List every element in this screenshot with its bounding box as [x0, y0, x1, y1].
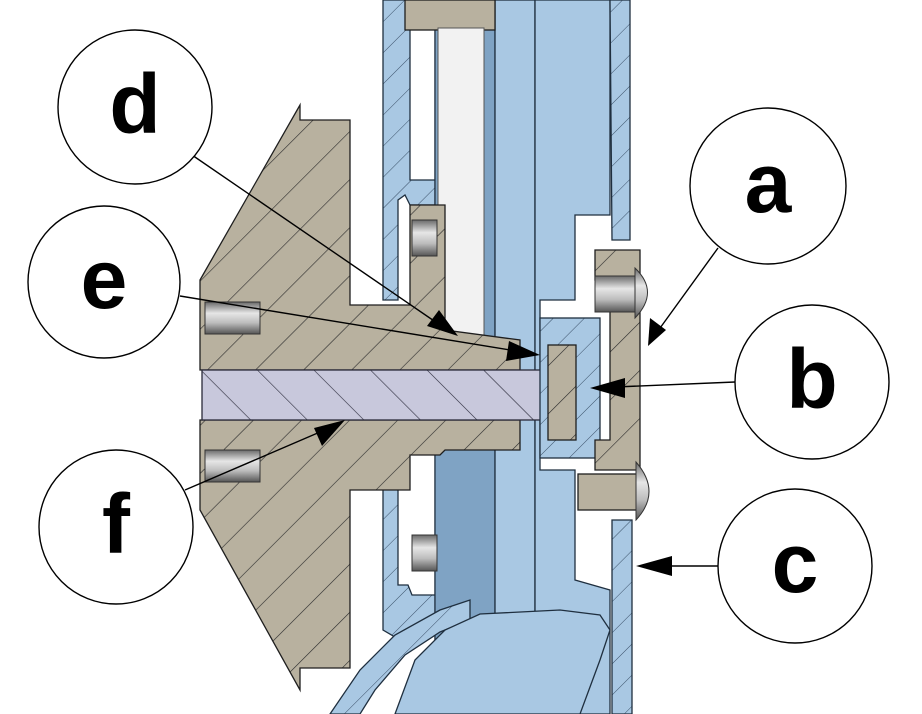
lower-screw	[577, 473, 639, 511]
arrowhead-icon	[636, 556, 672, 576]
callout-label-a: a	[745, 136, 793, 230]
callout-label-e: e	[81, 232, 128, 326]
callout-label-b: b	[786, 332, 837, 426]
callout-b: b	[590, 304, 890, 460]
screw-icon	[634, 266, 648, 320]
arrowhead-icon	[590, 378, 625, 398]
bolt-icon	[204, 301, 261, 335]
bolt-icon	[204, 449, 261, 483]
shaft	[201, 369, 588, 421]
top-block	[404, 0, 496, 31]
callout-f: f	[38, 420, 345, 605]
arrowhead-icon	[648, 318, 666, 346]
collar	[547, 344, 577, 441]
callout-label-f: f	[102, 477, 131, 571]
arrowhead-icon	[427, 310, 458, 336]
arrowhead-icon	[314, 420, 345, 446]
screw-icon	[635, 460, 650, 522]
screw-icon	[411, 219, 438, 257]
arrowhead-icon	[506, 341, 540, 361]
callout-e: e	[27, 205, 540, 361]
screw-icon	[411, 534, 438, 572]
callout-a: a	[648, 107, 847, 346]
callout-label-c: c	[772, 516, 819, 610]
bracket	[199, 102, 521, 693]
callout-label-d: d	[109, 57, 160, 151]
screw-icon	[594, 275, 636, 313]
callout-c: c	[636, 488, 873, 644]
white-plate	[437, 27, 485, 339]
callout-d: d	[57, 29, 458, 336]
